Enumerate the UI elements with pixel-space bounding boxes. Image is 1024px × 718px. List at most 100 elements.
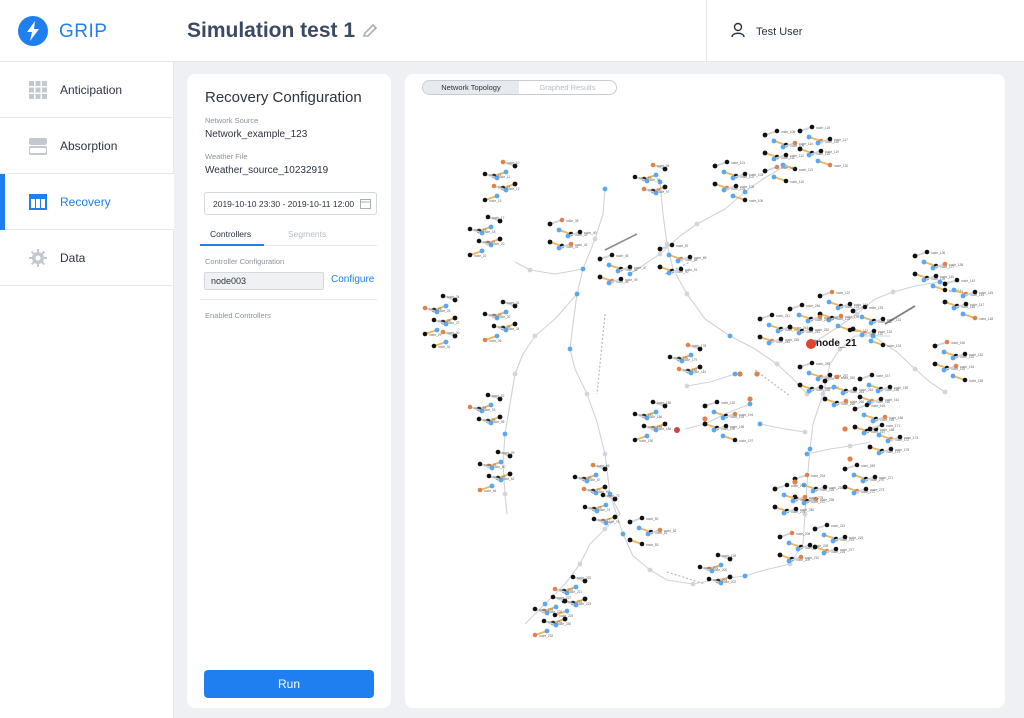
pencil-edit-icon[interactable] — [362, 23, 378, 39]
network-node — [497, 414, 503, 420]
network-edge — [576, 268, 584, 295]
network-node — [645, 531, 651, 537]
network-node — [676, 366, 682, 372]
node-label-text: node_271 — [879, 476, 893, 480]
node-label-text: node_215 — [849, 536, 863, 540]
network-node — [789, 530, 795, 536]
user-name: Test User — [756, 26, 803, 38]
configure-link[interactable]: Configure — [331, 274, 375, 285]
network-node — [502, 491, 508, 497]
node-label-text: node_118 — [816, 152, 830, 156]
network-node — [831, 384, 837, 390]
network-node — [618, 276, 624, 282]
network-edge — [754, 369, 791, 397]
network-node — [851, 472, 857, 478]
node-label-text: node_137 — [940, 265, 954, 269]
network-node — [730, 175, 736, 181]
node-label-text: node_59 — [502, 451, 515, 455]
network-node — [495, 449, 501, 455]
network-node — [806, 134, 812, 140]
network-node — [797, 128, 803, 134]
node-label-text: node_237 — [811, 500, 825, 504]
node-label-text: node_94 — [657, 164, 670, 168]
network-node — [690, 581, 696, 587]
network-node — [854, 462, 860, 468]
controller-node-field[interactable]: node003 — [204, 272, 324, 290]
run-button[interactable]: Run — [204, 670, 374, 698]
network-node — [847, 301, 853, 307]
node-label-text: node_62 — [502, 477, 515, 481]
node-label-text: node_193 — [730, 415, 744, 419]
network-node — [593, 472, 599, 478]
node-label-text: node_165 — [880, 418, 894, 422]
network-node — [780, 144, 786, 150]
network-node — [942, 287, 948, 293]
date-range-picker[interactable]: 2019-10-10 23:30 - 2019-10-11 12:00 — [204, 192, 377, 215]
network-edge — [594, 213, 604, 240]
network-node — [861, 430, 867, 436]
node-label-text: node_221 — [568, 590, 582, 594]
network-node — [937, 279, 943, 285]
sidebar-item-data[interactable]: Data — [0, 230, 174, 286]
sidebar-item-recovery[interactable]: Recovery — [0, 174, 174, 230]
network-node — [422, 305, 428, 311]
network-node — [822, 378, 828, 384]
sidebar-item-absorption[interactable]: Absorption — [0, 118, 174, 174]
network-edge — [659, 181, 664, 215]
network-node — [842, 484, 848, 490]
network-edge — [829, 445, 851, 450]
network-edge — [604, 513, 621, 530]
network-node — [494, 333, 500, 339]
node-label-text: node_223 — [577, 602, 591, 606]
node-label-text: node_119 — [825, 150, 839, 154]
tab-network-topology[interactable]: Network Topology — [423, 81, 519, 94]
network-edge — [504, 403, 511, 435]
node-label-text: node_199 — [722, 554, 736, 558]
network-node — [678, 266, 684, 272]
node-label-text: node_96 — [639, 176, 652, 180]
node-label-text: node_83 — [646, 543, 659, 547]
network-node — [826, 317, 832, 323]
tab-controllers[interactable]: Controllers — [210, 229, 252, 239]
network-node — [732, 371, 738, 377]
node-label-text: node_63 — [493, 475, 506, 479]
network-node — [888, 446, 894, 452]
network-node — [950, 355, 956, 361]
sidebar-item-anticipation[interactable]: Anticipation — [0, 62, 174, 118]
network-node — [807, 446, 813, 452]
network-node — [871, 328, 877, 334]
network-node — [657, 246, 663, 252]
node-label-text: node_172 — [895, 438, 909, 442]
network-node — [597, 256, 603, 262]
node-label-text: node_178 — [692, 344, 706, 348]
node-label-text: node_194 — [739, 413, 753, 417]
network-node — [674, 427, 680, 433]
network-edge — [839, 335, 856, 350]
network-topology-graph[interactable]: node_10node_11node_12node_13node_14node_… — [405, 74, 1005, 708]
node-label-text: node_22 — [474, 254, 487, 258]
user-menu[interactable]: Test User — [706, 0, 1024, 62]
network-edge — [544, 583, 566, 605]
node-label-text: node_97 — [657, 190, 670, 194]
network-node — [829, 289, 835, 295]
node-label-text: node_131 — [887, 318, 901, 322]
node-label-text: node_41 — [566, 245, 579, 249]
network-edge — [569, 348, 576, 370]
node-label-text: node_123 — [845, 305, 859, 309]
node-label-text: node_103 — [749, 173, 763, 177]
node-label-text: node_180 — [674, 356, 688, 360]
network-edge — [662, 213, 668, 245]
network-node — [818, 148, 824, 154]
node-label-text: node_69 — [597, 490, 610, 494]
node-label-text: node_40 — [584, 231, 597, 235]
network-node — [817, 293, 823, 299]
tab-segments[interactable]: Segments — [288, 229, 327, 239]
network-node — [632, 411, 638, 417]
network-node — [657, 264, 663, 270]
tab-graphed-results[interactable]: Graphed Results — [539, 83, 596, 92]
network-node — [960, 293, 966, 299]
sidebar-item-label: Data — [60, 251, 86, 265]
network-edge — [649, 569, 668, 581]
network-node — [488, 402, 494, 408]
node-label-text: node_95 — [648, 178, 661, 182]
